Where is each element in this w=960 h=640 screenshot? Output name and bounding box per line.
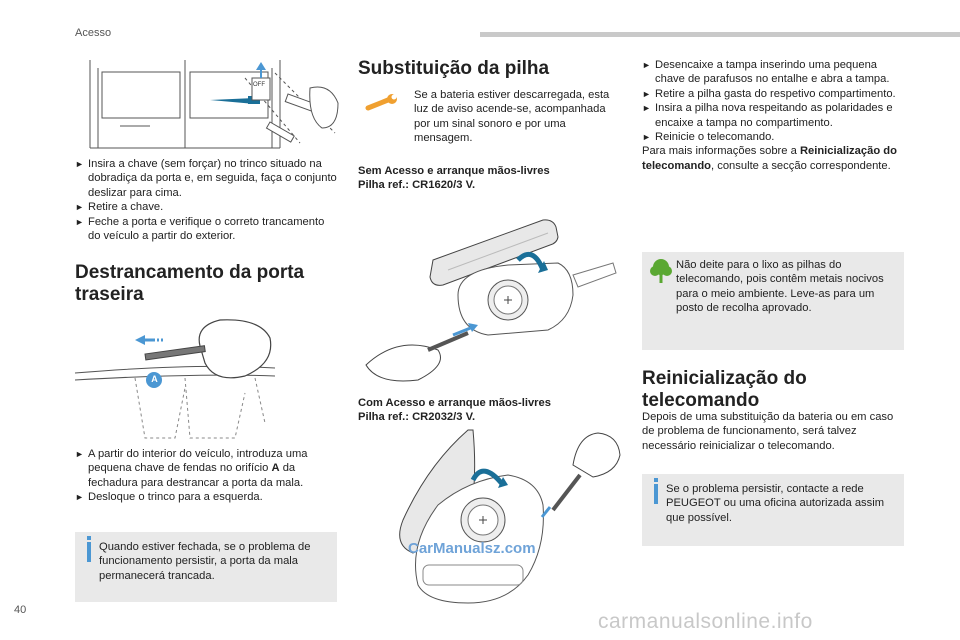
list-item: ►Retire a chave.: [75, 201, 164, 214]
key-fob-cr2032-illustration: [399, 429, 621, 604]
wrench-warning-icon: [365, 94, 397, 111]
steps-lock-list: ►Insira a chave (sem forçar) no trinco s…: [75, 157, 337, 243]
reset-body-text: Depois de uma substituição da bateria ou…: [642, 411, 894, 452]
note-text: Quando estiver fechada, se o problema de…: [99, 541, 311, 582]
mid-watermark: CarManualsz.com: [408, 540, 536, 557]
footer-watermark: carmanualsonline.info: [598, 610, 813, 633]
info-note-left: Quando estiver fechada, se o problema de…: [75, 532, 337, 602]
spec-no-handsfree: Sem Acesso e arranque mãos-livres Pilha …: [358, 165, 550, 192]
list-item: ►Reinicie o telecomando.: [642, 131, 775, 144]
steps-unlock-list: ►A partir do interior do veículo, introd…: [75, 447, 337, 505]
section-title-unlock: Destrancamento da porta traseira: [75, 262, 305, 305]
eco-note: Não deite para o lixo as pilhas do telec…: [642, 252, 904, 350]
list-item: ►Retire a pilha gasta do respetivo compa…: [642, 87, 896, 100]
warning-text: Se a bateria estiver descarregada, esta …: [414, 89, 610, 145]
list-item: ►Insira a chave (sem forçar) no trinco s…: [75, 158, 337, 199]
list-item: ►Desloque o trinco para a esquerda.: [75, 491, 263, 504]
list-item: ►A partir do interior do veículo, introd…: [75, 448, 308, 489]
page-number: 40: [14, 604, 27, 616]
eco-note-text: Não deite para o lixo as pilhas do telec…: [676, 259, 884, 315]
list-item: ►Feche a porta e verifique o correto tra…: [75, 215, 325, 243]
off-label: OFF: [253, 82, 265, 88]
list-item: ►Insira a pilha nova respeitando as pola…: [642, 102, 893, 129]
steps-replace-list: ►Desencaixe a tampa inserindo uma pequen…: [642, 58, 904, 173]
more-info-link: Reinicialização do telecomando: [642, 145, 897, 172]
key-fob-cr1620-illustration: [365, 219, 617, 382]
rear-lock-illustration: [74, 319, 276, 439]
section-title-battery: Substituição da pilha: [358, 58, 550, 79]
marker-a: A: [151, 374, 158, 384]
info-note-right: Se o problema persistir, contacte a rede…: [642, 474, 904, 546]
spec-handsfree: Com Acesso e arranque mãos-livres Pilha …: [358, 397, 551, 424]
info-icon: [87, 536, 91, 540]
section-header: Acesso: [75, 27, 112, 39]
van-rear-illustration: [89, 60, 339, 149]
info-icon: [654, 478, 658, 482]
more-info-text: Para mais informações sobre a Reiniciali…: [642, 145, 897, 172]
note-text: Se o problema persistir, contacte a rede…: [666, 483, 885, 524]
section-title-reset: Reinicialização do telecomando: [642, 368, 807, 411]
list-item: ►Desencaixe a tampa inserindo uma pequen…: [642, 59, 890, 86]
header-bar: [480, 32, 960, 37]
tree-eco-icon: [650, 259, 672, 283]
